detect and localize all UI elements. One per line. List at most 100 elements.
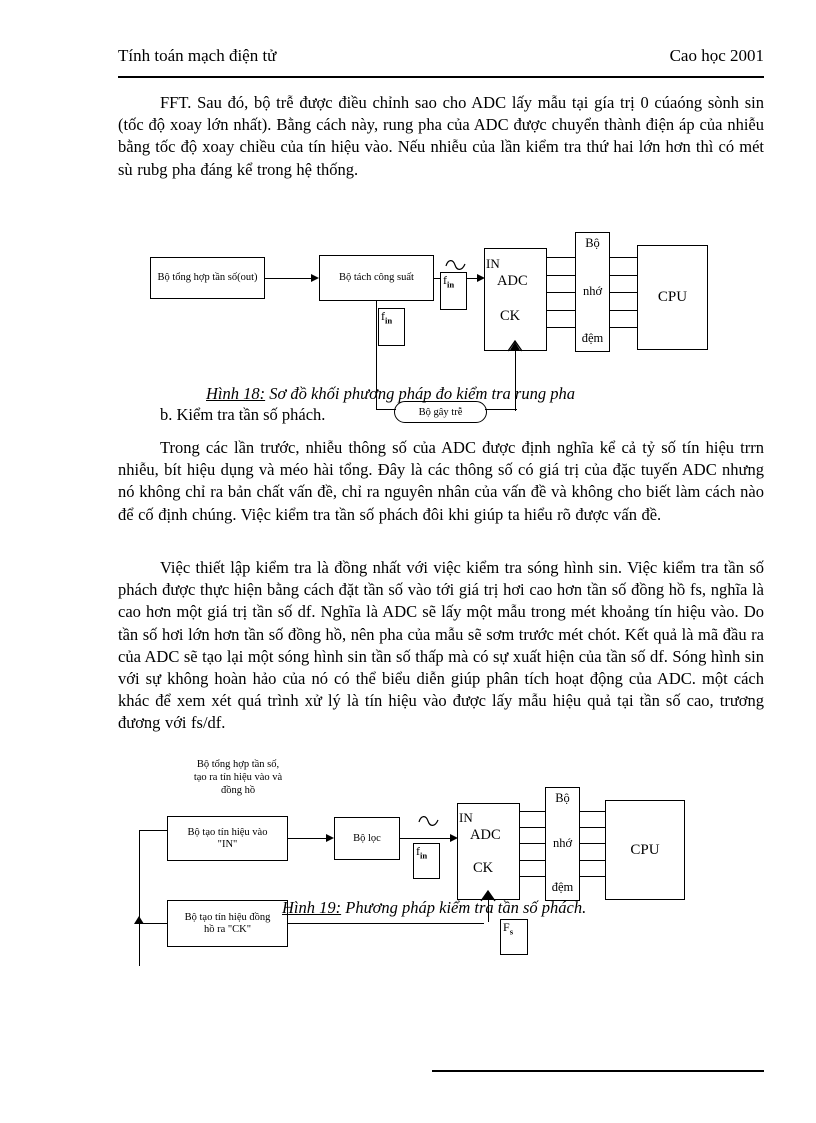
- fig18-fin-lower-label: fin: [381, 309, 393, 326]
- fig18-bus-line: [547, 292, 575, 293]
- fig19-wire-left-rail-upper: [139, 830, 140, 923]
- fig18-adc-in-label: IN: [486, 256, 500, 271]
- figure-19-caption: Hình 19: Phương pháp kiểm tra tần số phá…: [282, 898, 586, 918]
- fig19-arrow-gen-to-filter: [326, 833, 334, 842]
- fig18-cpu-label: CPU: [657, 289, 688, 306]
- fig19-wire-fs-to-adc: [488, 894, 489, 922]
- fig18-block-synthesizer: Bộ tổng hợp tần số(out): [150, 257, 265, 299]
- section-subheading: b. Kiểm tra tần số phách.: [160, 405, 326, 424]
- figure-19-caption-number: Hình 19:: [282, 898, 342, 917]
- fig19-bus-line: [520, 811, 545, 812]
- fig19-block-clock-generator: Bộ tạo tín hiệu đồng hồ ra "CK": [167, 900, 288, 947]
- fig18-bus-line: [547, 275, 575, 276]
- fig19-wire-filter-to-adc: [400, 838, 452, 839]
- fig18-arrow-synth-to-splitter: [311, 273, 319, 282]
- fig18-wire-splitter-to-delay: [376, 409, 396, 410]
- fig18-bus-line: [610, 292, 637, 293]
- fig19-block-adc: [457, 803, 520, 900]
- header-right-title: Cao học 2001: [669, 46, 764, 65]
- fig18-bus-line: [610, 275, 637, 276]
- fig19-wire-gen-ck-left: [139, 923, 167, 924]
- fig19-wire-left-rail-lower: [139, 923, 140, 966]
- paragraph-2: Trong các lần trước, nhiễu thông số của …: [118, 438, 764, 524]
- fig18-block-adc: [484, 248, 547, 351]
- fig18-block-cpu: CPU: [637, 245, 708, 350]
- fig18-arrow-delay-to-adc: [510, 342, 520, 350]
- fig19-filter-label: Bộ lọc: [353, 832, 381, 844]
- fig19-wire-gen-in-left: [139, 830, 167, 831]
- fig18-box-fin-upper: fin: [440, 272, 467, 310]
- fig18-sine-icon: [445, 256, 467, 275]
- fig19-caption-baseline-rule: [288, 923, 484, 924]
- header-divider: [118, 76, 764, 78]
- fig19-bus-line: [580, 876, 605, 877]
- fig18-memory-label-1: Bộ: [585, 236, 600, 250]
- fig19-note-line-1: Bộ tổng hợp tần số,: [196, 759, 280, 770]
- fig18-block-memory: Bộ nhớ đệm: [575, 232, 610, 352]
- fig19-wire-gen-to-filter: [288, 838, 328, 839]
- header-left-title: Tính toán mạch điện tử: [118, 46, 277, 65]
- fig18-bus-line: [547, 327, 575, 328]
- fig19-memory-label-2: nhớ: [552, 835, 573, 850]
- fig19-memory-label-3: đệm: [551, 880, 574, 894]
- footer-divider: [432, 1070, 764, 1072]
- fig19-arrow-fs-to-adc: [483, 891, 493, 899]
- fig19-note-label: Bộ tổng hợp tần số, tạo ra tín hiệu vào …: [168, 758, 308, 797]
- fig18-block-power-splitter: Bộ tách công suất: [319, 255, 434, 301]
- fig19-block-input-generator: Bộ tạo tín hiệu vào "IN": [167, 816, 288, 861]
- fig19-adc-label: ADC: [470, 827, 501, 843]
- fig19-memory-label-1: Bộ: [555, 791, 570, 805]
- fig19-fin-label: fin: [416, 844, 428, 861]
- fig19-note-line-2: tạo ra tín hiệu vào và: [193, 772, 283, 784]
- fig18-wire-splitter-drop: [376, 301, 377, 409]
- figure-18-caption-number: Hình 18:: [206, 384, 266, 403]
- fig18-bus-line: [547, 257, 575, 258]
- fig18-box-fin-lower: fin: [378, 308, 405, 346]
- fig19-arrow-filter-to-adc: [450, 833, 458, 842]
- fig18-arrow-splitter-to-adc: [477, 273, 485, 282]
- fig18-wire-synth-to-splitter: [265, 278, 313, 279]
- fig19-bus-line: [580, 811, 605, 812]
- fig19-bus-line: [520, 843, 545, 844]
- fig19-adc-in-label: IN: [459, 810, 473, 825]
- fig19-fs-label: Fs: [503, 920, 514, 937]
- figure-18-caption-text: Sơ đồ khối phương pháp đo kiểm tra rung …: [265, 384, 575, 403]
- fig19-gen-ck-label-2: hồ ra "CK": [203, 923, 252, 935]
- fig18-bus-line: [610, 257, 637, 258]
- fig19-gen-ck-label-1: Bộ tạo tín hiệu đồng: [184, 911, 271, 923]
- fig19-box-fs: Fs: [500, 919, 528, 955]
- fig19-note-line-3: đồng hồ: [220, 785, 256, 797]
- fig19-block-memory: Bộ nhớ đệm: [545, 787, 580, 901]
- fig19-bus-line: [580, 827, 605, 828]
- fig19-block-filter: Bộ lọc: [334, 817, 400, 860]
- fig19-gen-in-label-1: Bộ tạo tín hiệu vào: [187, 826, 268, 838]
- paragraph-1: FFT. Sau đó, bộ trễ được điều chỉnh sao …: [118, 93, 764, 179]
- paragraph-3: Việc thiết lập kiểm tra là đồng nhất với…: [118, 558, 764, 733]
- fig18-fin-upper-label: fin: [443, 273, 455, 290]
- fig18-bus-line: [610, 327, 637, 328]
- fig19-bus-line: [580, 860, 605, 861]
- fig19-bus-line: [580, 843, 605, 844]
- fig18-delay-label: Bộ gây trễ: [418, 406, 463, 418]
- fig19-gen-in-label-2: "IN": [217, 838, 238, 850]
- fig19-sine-svg: [418, 816, 439, 826]
- figure-18-caption: Hình 18: Sơ đồ khối phương pháp đo kiểm …: [206, 384, 575, 404]
- fig18-synth-label-1: Bộ tổng hợp tần số(out): [157, 272, 258, 284]
- fig18-splitter-label: Bộ tách công suất: [339, 272, 414, 284]
- fig18-memory-label-2: nhớ: [582, 283, 603, 298]
- fig19-bus-line: [520, 860, 545, 861]
- fig18-bus-line: [610, 310, 637, 311]
- fig18-bus-line: [547, 310, 575, 311]
- fig19-block-cpu: CPU: [605, 800, 685, 900]
- fig18-adc-label: ADC: [497, 273, 528, 289]
- fig19-adc-ck-label: CK: [473, 860, 494, 876]
- fig19-bus-line: [520, 876, 545, 877]
- fig19-box-fin: fin: [413, 843, 440, 879]
- fig18-wire-delay-to-clock: [485, 409, 517, 410]
- fig18-adc-ck-label: CK: [500, 308, 521, 324]
- fig19-arrow-left-rail: [134, 916, 144, 924]
- page-header: Tính toán mạch điện tử Cao học 2001: [118, 46, 764, 66]
- fig18-block-delay: Bộ gây trễ: [394, 401, 487, 423]
